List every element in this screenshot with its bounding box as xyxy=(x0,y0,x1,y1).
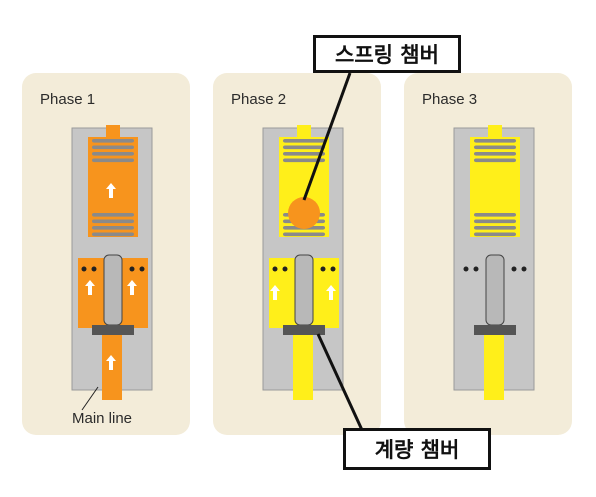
phase-2-flow-arrow-2 xyxy=(326,285,336,300)
metering-chamber-callout: 계량 챔버 xyxy=(343,428,491,470)
phase-1-flow-arrow-2 xyxy=(85,280,95,295)
phase-1-seal-dot-4 xyxy=(139,266,145,272)
phase-1-seal-dot-3 xyxy=(129,266,135,272)
phase-3-top-spring xyxy=(474,139,516,163)
phase-3-piston-seat xyxy=(474,325,516,335)
phase-1-title: Phase 1 xyxy=(40,91,96,108)
phase-2-seal-dot-2 xyxy=(282,266,288,272)
phase-2-spring-chamber-blob xyxy=(288,197,320,229)
phase-3-diagram xyxy=(453,125,535,400)
phase-2-outlet-channel xyxy=(297,125,311,139)
phase-3-inlet-channel xyxy=(484,328,504,400)
phase-1-diagram xyxy=(71,125,153,400)
phase-1-outlet-channel xyxy=(106,125,120,139)
phase-1-middle-spring xyxy=(92,213,134,237)
phase-1-flow-arrow-1 xyxy=(106,183,116,198)
phase-2-title: Phase 2 xyxy=(231,91,287,108)
phase-1-seal-dot-2 xyxy=(91,266,97,272)
main-line-label: Main line xyxy=(72,410,133,427)
phase-1-seal-dot-1 xyxy=(81,266,87,272)
phase-1-flow-arrow-4 xyxy=(106,355,116,370)
phase-3-outlet-channel xyxy=(488,125,502,139)
phase-2-flow-arrow-1 xyxy=(270,285,280,300)
phase-3-seal-dot-4 xyxy=(521,266,527,272)
phase-2-piston-seat xyxy=(283,325,325,335)
phase-1-panel: Phase 1 xyxy=(22,73,190,435)
phase-3-seal-dot-1 xyxy=(463,266,469,272)
phase-1-piston-seat xyxy=(92,325,134,335)
phase-3-seal-dot-2 xyxy=(473,266,479,272)
phase-1-top-spring xyxy=(92,139,134,163)
phase-2-inlet-channel xyxy=(293,328,313,400)
phase-3-piston xyxy=(485,254,505,326)
phase-1-piston xyxy=(103,254,123,326)
phase-1-flow-arrow-3 xyxy=(127,280,137,295)
phase-2-seal-dot-4 xyxy=(330,266,336,272)
phase-2-seal-dot-1 xyxy=(272,266,278,272)
phase-3-seal-dot-3 xyxy=(511,266,517,272)
phase-2-diagram xyxy=(262,125,344,400)
phase-3-panel: Phase 3 xyxy=(404,73,572,435)
phase-3-title: Phase 3 xyxy=(422,91,478,108)
phase-2-seal-dot-3 xyxy=(320,266,326,272)
phase-3-middle-spring xyxy=(474,213,516,237)
phase-2-panel: Phase 2 xyxy=(213,73,381,435)
spring-chamber-callout: 스프링 챔버 xyxy=(313,35,461,73)
phase-2-piston xyxy=(294,254,314,326)
